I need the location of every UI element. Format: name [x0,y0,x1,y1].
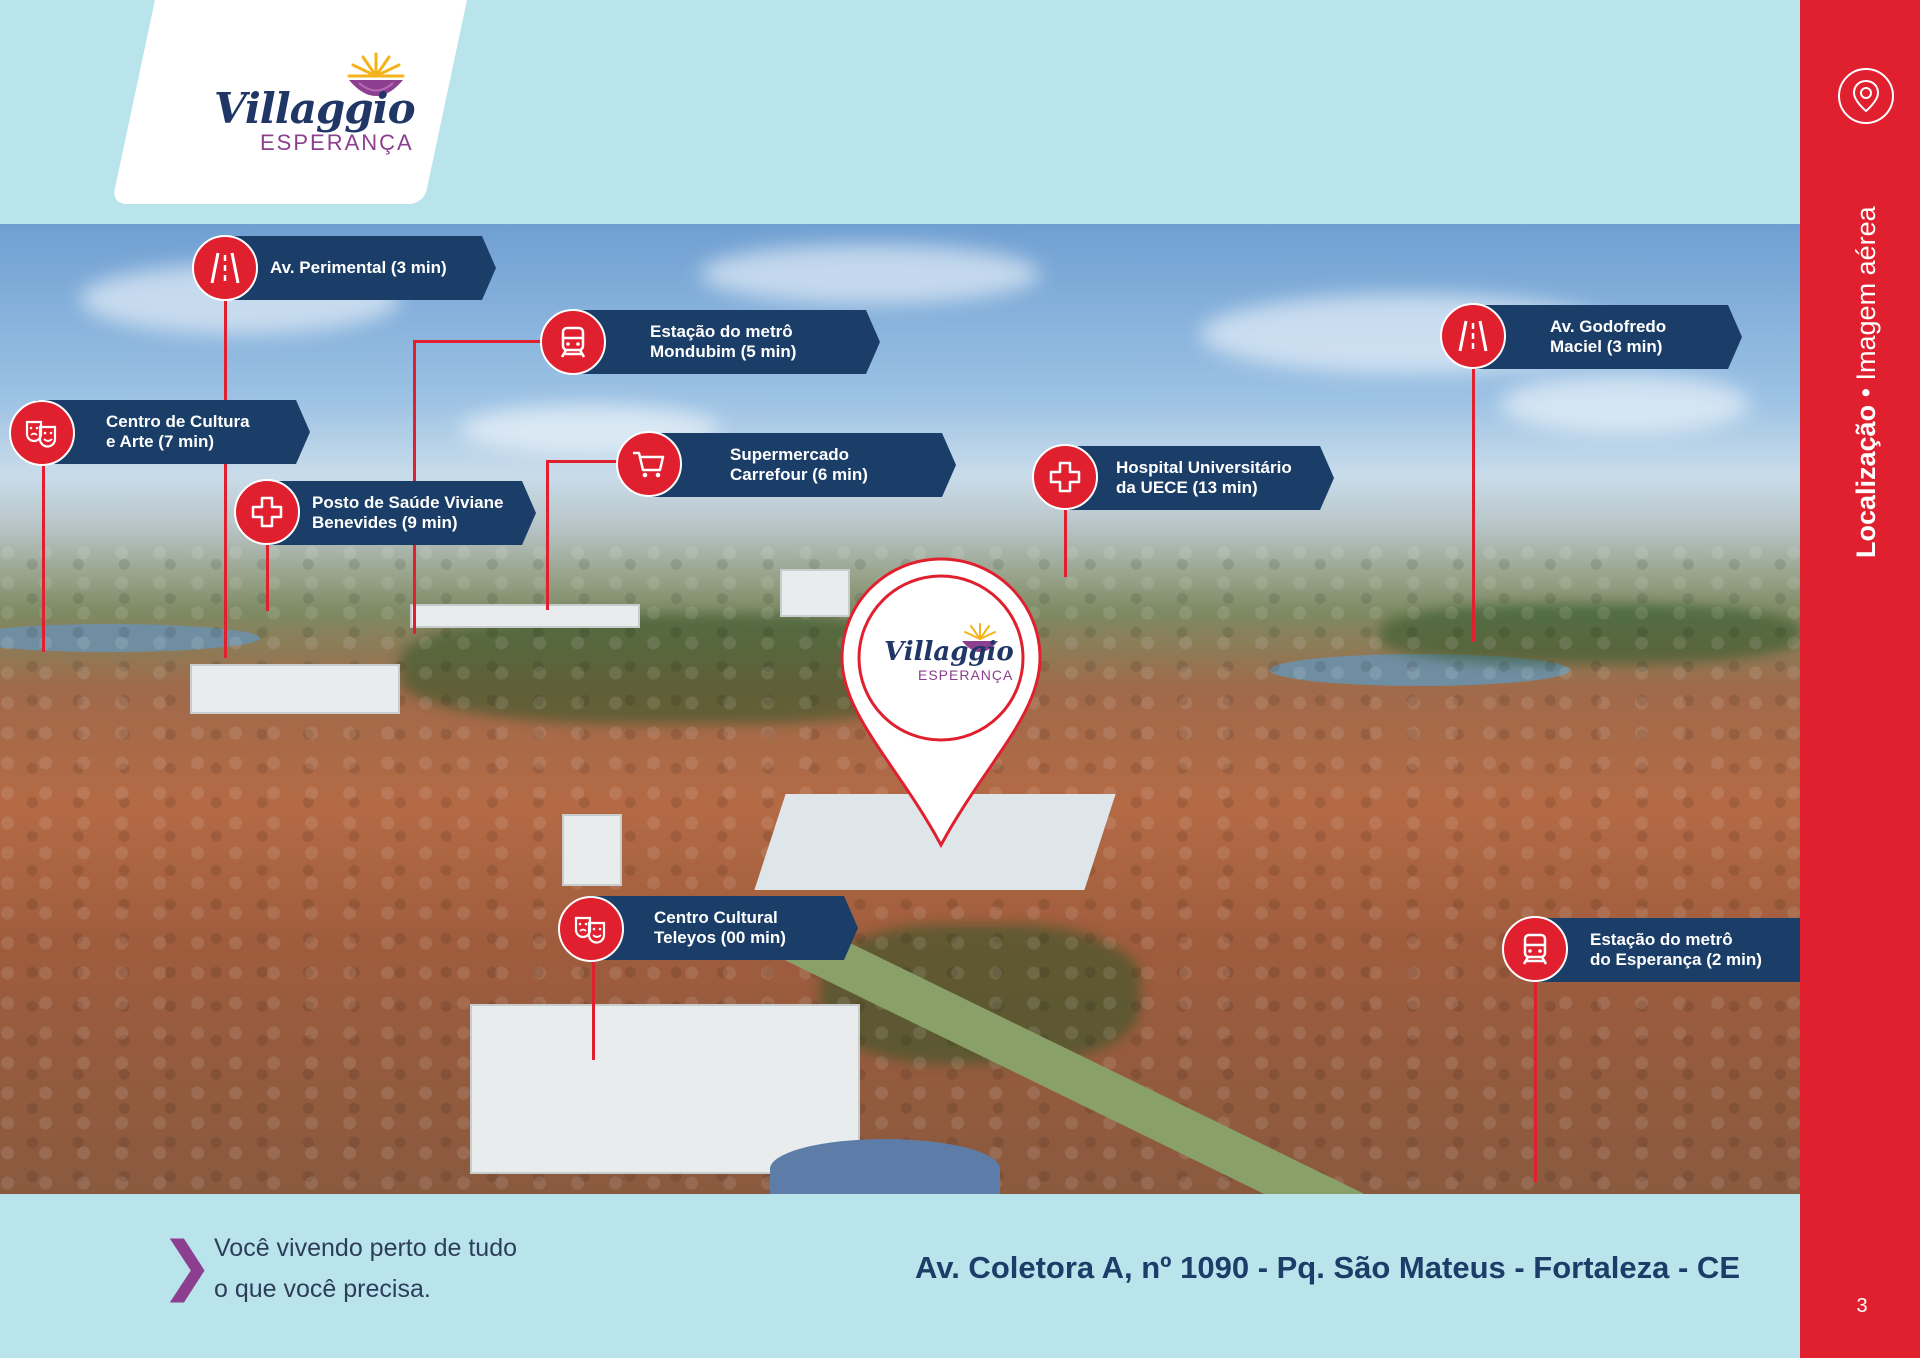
callout-hospital-line1: Hospital Universitário [1116,458,1292,477]
callout-carrefour-line2: Carrefour (6 min) [730,465,868,484]
logo-sub-text: ESPERANÇA [260,130,414,155]
brand-logo: Villaggio ESPERANÇA [210,50,420,160]
page-number: 3 [1856,1295,1868,1317]
train-icon [1502,916,1568,982]
callout-metro-esperanca-line2: do Esperança (2 min) [1590,950,1762,969]
theater-masks-icon [9,400,75,466]
sun-logo-icon [347,52,405,96]
map-pin-icon [840,557,1042,849]
section-title-light: Imagem aérea [1851,206,1881,381]
callout-centro-cultura-line2: e Arte (7 min) [106,432,215,451]
callout-teleyos-line2: Teleyos (00 min) [654,928,786,947]
callout-posto-saude-line2: Benevides (9 min) [312,513,458,532]
train-icon [540,309,606,375]
callout-metro-mondubim-line1: Estação do metrô [650,322,793,341]
medical-cross-icon [1032,444,1098,510]
shopping-cart-icon [616,431,682,497]
pin-logo-sub: ESPERANÇA [918,667,1014,683]
callout-teleyos-line1: Centro Cultural [654,908,778,927]
callout-centro-cultura-line1: Centro de Cultura [106,412,250,431]
pin-logo-script: Villaggio [884,637,1014,667]
callout-carrefour-line1: Supermercado [730,445,850,464]
callout-metro-esperanca-line1: Estação do metrô [1590,930,1733,949]
tagline-line2: o que você precisa. [214,1275,431,1303]
callout-godofredo-line2: Maciel (3 min) [1550,337,1663,356]
address-text: Av. Coletora A, nº 1090 - Pq. São Mateus… [915,1250,1740,1285]
sidebar-band [1800,0,1920,1358]
medical-cross-icon [234,479,300,545]
callout-perimetral: Av. Perimental (3 min) [232,236,496,300]
callout-godofredo-line1: Av. Godofredo [1550,317,1667,336]
tagline-line1: Você vivendo perto de tudo [214,1234,518,1262]
location-map-pin: Villaggio ESPERANÇA [838,555,1044,849]
callout-hospital-line2: da UECE (13 min) [1116,478,1258,497]
section-title-separator: • [1851,380,1881,405]
callout-posto-saude-line1: Posto de Saúde Viviane [312,493,504,512]
callout-metro-mondubim-line2: Mondubim (5 min) [650,342,797,361]
chevron-right-icon: ❯ [160,1229,214,1303]
tagline: Você vivendo perto de tudo o que você pr… [214,1228,517,1310]
section-title-bold: Localização [1851,404,1881,558]
road-icon [192,235,258,301]
road-icon [1440,303,1506,369]
logo-script-text: Villaggio [214,84,416,133]
section-title: Localização • Imagem aérea [1845,206,1887,558]
callout-perimetral-text: Av. Perimental (3 min) [270,258,447,277]
theater-masks-icon [558,896,624,962]
location-pin-icon [1838,68,1894,124]
